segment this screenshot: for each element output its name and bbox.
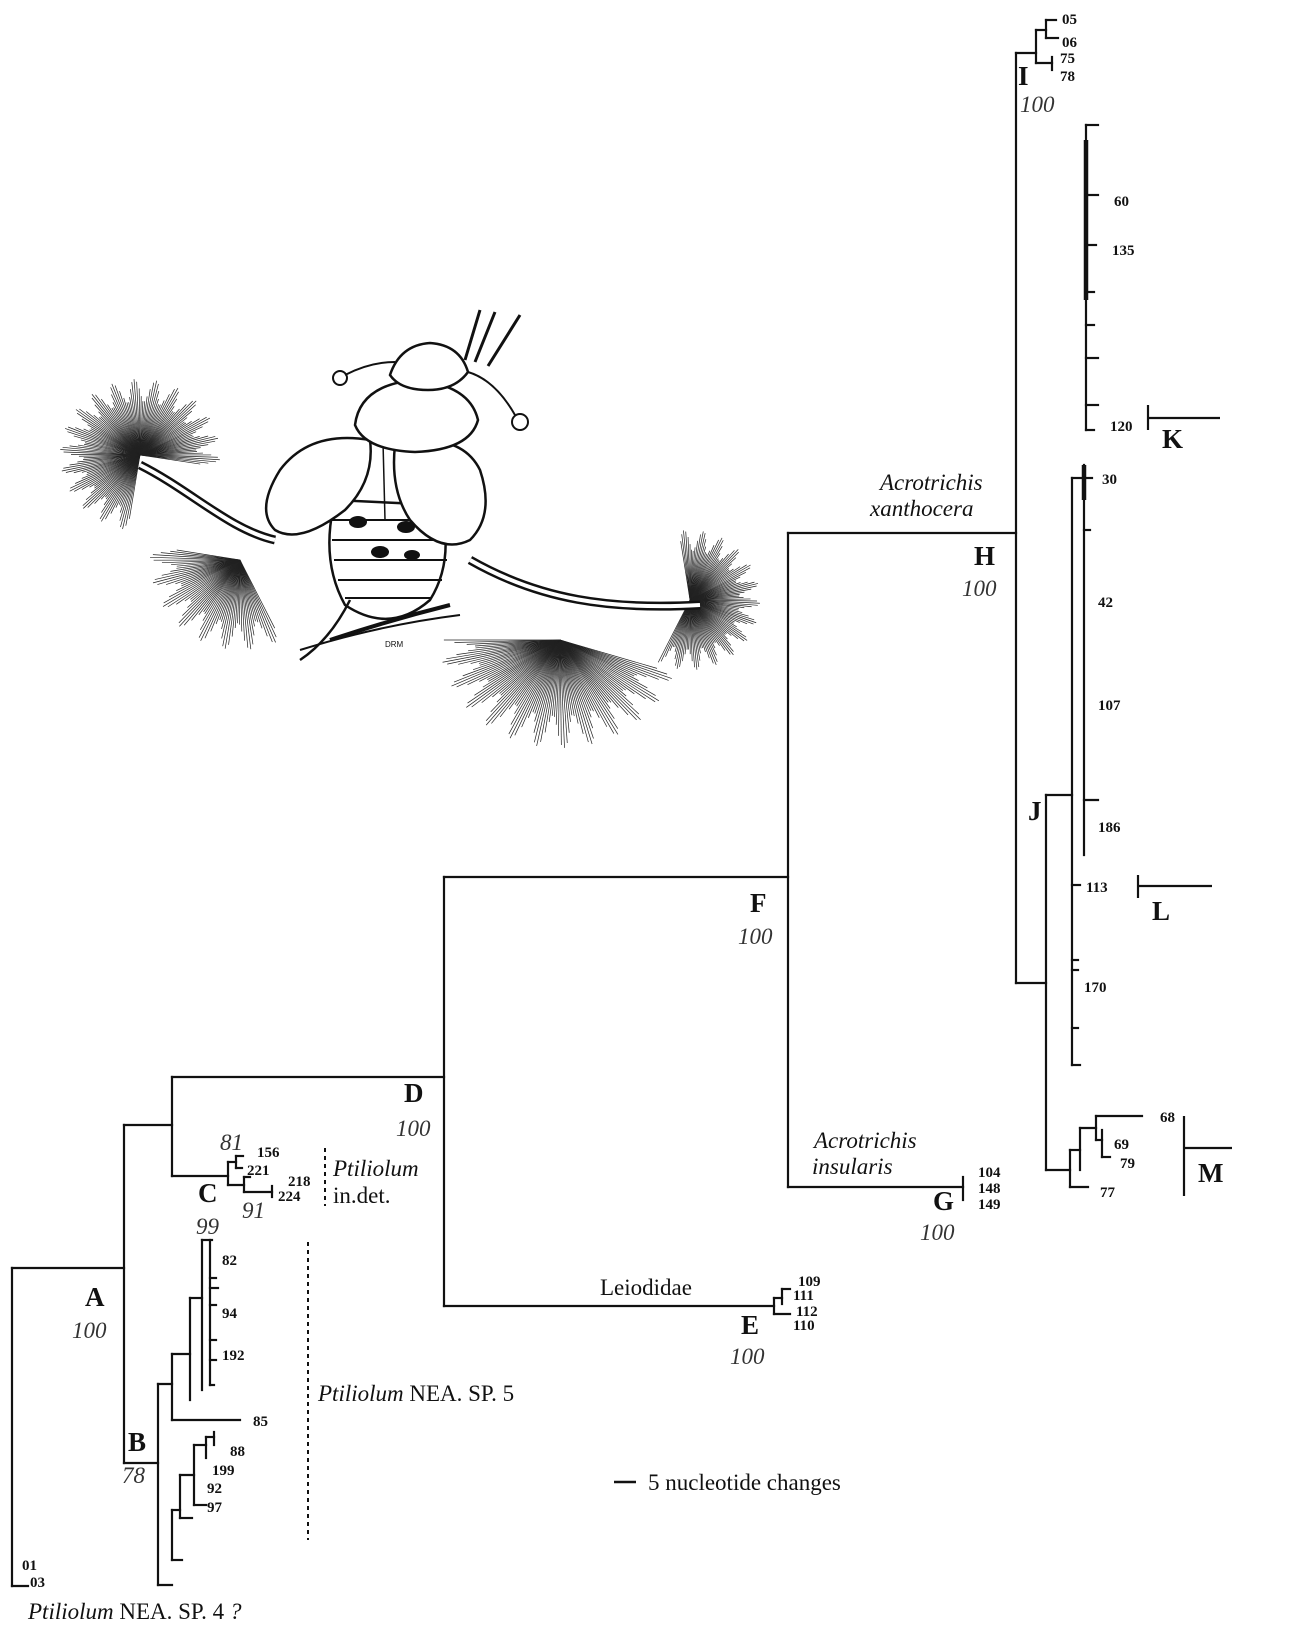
- clade-label-M: M: [1198, 1158, 1223, 1188]
- tip-label: 218: [288, 1174, 311, 1190]
- beetle-pronotum: [355, 380, 478, 452]
- tip-labels: 05 06 75 78 60 135 120 30 42 107 186 113…: [22, 12, 1175, 1591]
- support-value-B: 78: [122, 1463, 146, 1488]
- right-fringed-wing: [443, 530, 760, 747]
- tip-label: 42: [1098, 595, 1113, 611]
- support-value-C: 99: [196, 1214, 220, 1239]
- support-value-F: 100: [738, 924, 773, 949]
- tip-label: 170: [1084, 980, 1107, 996]
- taxon-name-genus: Acrotrichis: [878, 470, 983, 495]
- taxon-name-genus: Acrotrichis: [812, 1128, 917, 1153]
- tip-label: 135: [1112, 243, 1135, 259]
- tip-label: 120: [1110, 419, 1133, 435]
- clade-brackets: [1138, 405, 1232, 1196]
- beetle-antenna-left: [345, 362, 395, 375]
- beetle-head: [390, 343, 468, 390]
- tip-label: 104: [978, 1165, 1001, 1181]
- tip-label: 156: [257, 1145, 280, 1161]
- taxon-name-species: xanthocera: [869, 496, 973, 521]
- tip-label: 68: [1160, 1110, 1175, 1126]
- tip-label: 110: [793, 1318, 815, 1334]
- taxon-name-rest: in.det.: [333, 1183, 391, 1208]
- support-value-G: 100: [920, 1220, 955, 1245]
- tree-branches: [12, 20, 1142, 1586]
- clade-label-K: K: [1162, 424, 1183, 454]
- clade-label-D: D: [404, 1078, 424, 1108]
- support-value-A: 100: [72, 1318, 107, 1343]
- tip-label: 149: [978, 1197, 1001, 1213]
- clade-label-B: B: [128, 1427, 146, 1457]
- clade-label-J: J: [1028, 796, 1042, 826]
- tip-label: 97: [207, 1500, 223, 1516]
- clade-label-E: E: [741, 1310, 759, 1340]
- tip-label: 05: [1062, 12, 1077, 28]
- tip-label: 148: [978, 1181, 1001, 1197]
- scale-bar-label: 5 nucleotide changes: [648, 1470, 841, 1495]
- clade-label-H: H: [974, 541, 995, 571]
- tip-label: 224: [278, 1189, 301, 1205]
- tip-label: 69: [1114, 1137, 1129, 1153]
- tip-label: 75: [1060, 51, 1075, 67]
- taxon-name-genus: Ptiliolum: [332, 1156, 419, 1181]
- scale-bar: 5 nucleotide changes: [614, 1470, 841, 1495]
- support-value-C-inner: 81: [220, 1130, 243, 1155]
- tip-label: 85: [253, 1414, 268, 1430]
- tip-label: 111: [793, 1288, 814, 1304]
- clade-label-C: C: [198, 1178, 218, 1208]
- beetle-illustration: DRM: [60, 310, 760, 748]
- tip-label: 113: [1086, 880, 1108, 896]
- tip-label: 88: [230, 1444, 245, 1460]
- tip-label: 78: [1060, 69, 1075, 85]
- tip-label: 79: [1120, 1156, 1135, 1172]
- support-value-E: 100: [730, 1344, 765, 1369]
- clade-label-I: I: [1018, 61, 1029, 91]
- clade-labels: A 100 B 78 C 99 81 91 D 100 E 100 F 100 …: [72, 61, 1223, 1488]
- support-value-H: 100: [962, 576, 997, 601]
- taxon-name-leiodidae: Leiodidae: [600, 1275, 692, 1300]
- support-value-C-inner: 91: [242, 1198, 265, 1223]
- group-dashed-lines: [308, 1148, 325, 1540]
- taxon-name-sp5: Ptiliolum NEA. SP. 5: [317, 1381, 514, 1406]
- support-value-I: 100: [1020, 92, 1055, 117]
- tip-label: 06: [1062, 35, 1078, 51]
- tip-label: 77: [1100, 1185, 1116, 1201]
- tip-label: 107: [1098, 698, 1121, 714]
- tip-label: 60: [1114, 194, 1129, 210]
- tip-label: 01: [22, 1558, 37, 1574]
- tip-label: 192: [222, 1348, 245, 1364]
- clade-label-L: L: [1152, 896, 1170, 926]
- svg-text:DRM: DRM: [385, 640, 404, 649]
- tip-label: 82: [222, 1253, 237, 1269]
- left-fringed-wing: [60, 379, 276, 649]
- tip-label: 94: [222, 1306, 238, 1322]
- tip-label: 221: [247, 1163, 270, 1179]
- clade-label-F: F: [750, 888, 767, 918]
- support-value-D: 100: [396, 1116, 431, 1141]
- tip-label: 186: [1098, 820, 1121, 836]
- tip-label: 92: [207, 1481, 222, 1497]
- clade-label-A: A: [85, 1282, 105, 1312]
- taxon-name-species: insularis: [812, 1154, 893, 1179]
- tip-label: 199: [212, 1463, 235, 1479]
- taxon-labels: Acrotrichis xanthocera Acrotrichis insul…: [27, 470, 983, 1624]
- tip-label: 30: [1102, 472, 1117, 488]
- clade-label-G: G: [933, 1186, 954, 1216]
- tip-label: 03: [30, 1575, 45, 1591]
- taxon-name-sp4: Ptiliolum NEA. SP. 4 ?: [27, 1599, 242, 1624]
